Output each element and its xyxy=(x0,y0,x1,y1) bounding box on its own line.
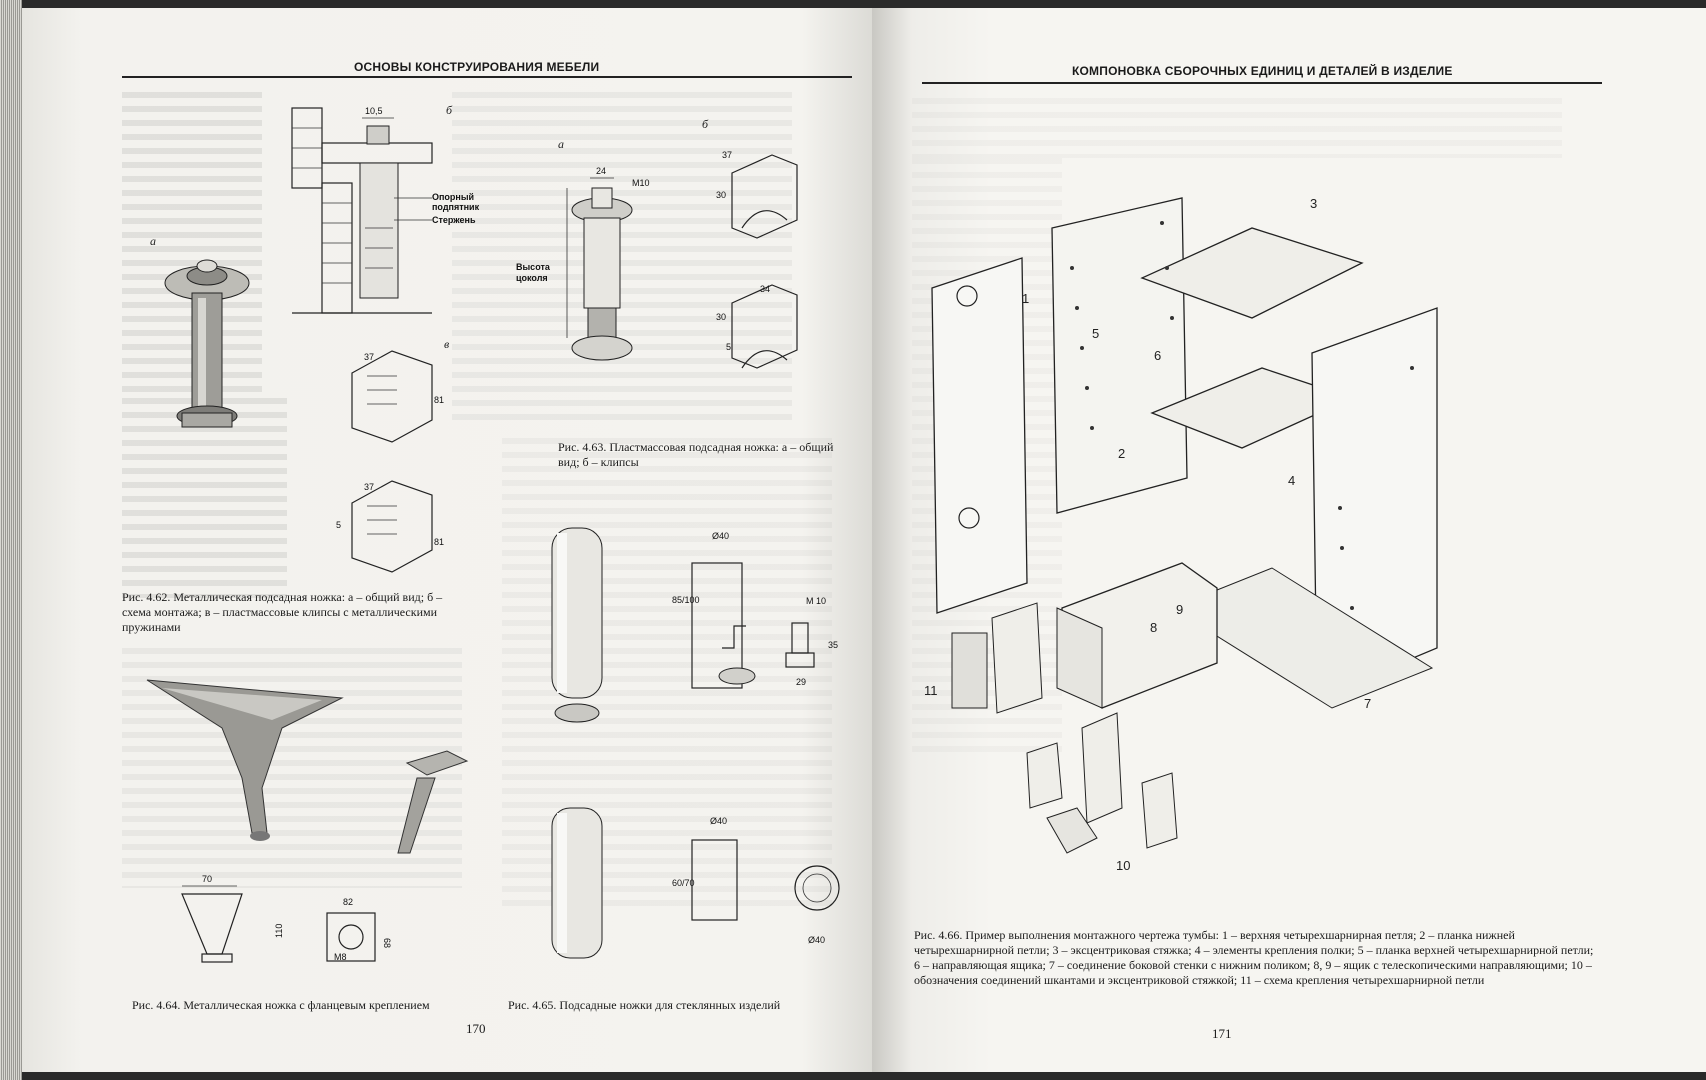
bottom-board xyxy=(1170,567,1434,709)
dim-35: 35 xyxy=(828,640,838,650)
dowel-block-2 xyxy=(1026,742,1063,809)
fig-4-62-label-a: а xyxy=(150,234,156,248)
fig-4-63-label-a: а xyxy=(558,137,564,151)
clip-drawing-1: 37 81 xyxy=(351,350,444,443)
dim-40-b: Ø40 xyxy=(710,816,727,826)
callout-2: 2 xyxy=(1118,446,1125,461)
glass-leg-short: Ø40 60/70 Ø40 xyxy=(551,807,840,959)
left-page: ОСНОВЫ КОНСТРУИРОВАНИЯ МЕБЕЛИ а б xyxy=(22,8,872,1072)
fig-4-64-caption: Рис. 4.64. Металлическая ножка с фланцев… xyxy=(132,998,430,1012)
callout-10: 10 xyxy=(1116,858,1130,873)
callout-11: 11 xyxy=(924,683,938,698)
figure-4-62-drawing: а б 10,5 xyxy=(146,103,840,963)
plastic-clip-2: 34 30 5 xyxy=(716,284,798,369)
side-wall-right xyxy=(1311,307,1438,699)
dim-37-a: 37 xyxy=(364,352,374,362)
dim-m10-glass: M 10 xyxy=(806,596,826,606)
callout-1: 1 xyxy=(1022,291,1029,306)
callout-5: 5 xyxy=(1092,326,1099,341)
dim-30-b: 30 xyxy=(716,312,726,322)
dowel-block-1 xyxy=(1081,712,1123,824)
fig-4-62-caption: Рис. 4.62. Металлическая подсадная ножка… xyxy=(122,590,443,634)
height-label-2: цоколя xyxy=(516,273,548,283)
dim-110: 110 xyxy=(274,924,284,938)
dim-70: 70 xyxy=(202,874,212,884)
dim-5-clip: 5 xyxy=(726,342,731,352)
right-page-number: 171 xyxy=(1212,1026,1232,1041)
dim-34: 34 xyxy=(760,284,770,294)
dim-68: 68 xyxy=(382,938,392,948)
callout-9: 9 xyxy=(1176,602,1183,617)
dim-30-a: 30 xyxy=(716,190,726,200)
dim-60-70: 60/70 xyxy=(672,878,695,888)
callout-3: 3 xyxy=(1310,196,1317,211)
rod-label: Стержень xyxy=(432,215,476,225)
header-rule xyxy=(922,82,1602,84)
fig-4-63-caption: Рис. 4.63. Пластмассовая подсадная ножка… xyxy=(558,440,834,469)
dim-40-a: Ø40 xyxy=(712,531,729,541)
page-edges xyxy=(0,0,22,1080)
hinge-scheme-panel xyxy=(991,602,1043,714)
faint-text-block xyxy=(122,398,287,598)
dim-29: 29 xyxy=(796,677,806,687)
metal-leg-illustration xyxy=(164,259,250,428)
flange-leg-drawing: 70 110 82 68 M8 xyxy=(181,874,392,963)
fig-4-66-caption: Рис. 4.66. Пример выполнения монтажного … xyxy=(914,928,1594,987)
fig-4-62-label-v: в xyxy=(444,337,449,351)
plastic-clip-1: 37 30 xyxy=(716,150,798,239)
dim-85-100: 85/100 xyxy=(672,595,700,605)
dim-10-5: 10,5 xyxy=(365,106,383,116)
faint-text-block xyxy=(452,92,792,422)
figure-4-66-drawing: 1 2 3 4 5 6 7 8 9 10 11 xyxy=(924,196,1438,873)
glass-leg-tall: Ø40 85/100 M 10 35 29 xyxy=(551,527,838,723)
dim-m10: M10 xyxy=(632,178,650,188)
support-label-2: подпятник xyxy=(432,202,480,212)
dim-81-a: 81 xyxy=(434,395,444,405)
callout-6: 6 xyxy=(1154,348,1161,363)
dim-82: 82 xyxy=(343,897,353,907)
height-label-1: Высота xyxy=(516,262,551,272)
support-label-1: Опорный xyxy=(432,192,474,202)
mounting-scheme: 10,5 Опорный подпятник Стержень xyxy=(291,106,480,314)
door-panel xyxy=(931,257,1028,614)
right-page: КОМПОНОВКА СБОРОЧНЫХ ЕДИНИЦ И ДЕТАЛЕЙ В … xyxy=(872,8,1706,1072)
header-rule xyxy=(122,76,852,78)
fig-4-63-label-b: б xyxy=(702,117,709,131)
drawer-front xyxy=(1056,607,1103,709)
callout-7: 7 xyxy=(1364,696,1371,711)
dowel-block-4 xyxy=(1046,807,1098,854)
hinge-scheme-plate xyxy=(951,632,988,709)
dim-37-clip: 37 xyxy=(722,150,732,160)
dowel-block-3 xyxy=(1141,772,1178,849)
right-running-header: КОМПОНОВКА СБОРОЧНЫХ ЕДИНИЦ И ДЕТАЛЕЙ В … xyxy=(1072,64,1453,78)
callout-8: 8 xyxy=(1150,620,1157,635)
dim-5: 5 xyxy=(336,520,341,530)
clip-drawing-2: 37 5 81 xyxy=(336,480,444,573)
hardware-holes xyxy=(1070,221,1414,610)
callout-4: 4 xyxy=(1288,473,1295,488)
fig-4-65-caption: Рис. 4.65. Подсадные ножки для стеклянны… xyxy=(508,998,781,1012)
dim-m8: M8 xyxy=(334,952,347,962)
faint-text-block xyxy=(912,98,1562,158)
left-page-number: 170 xyxy=(466,1021,486,1036)
left-running-header: ОСНОВЫ КОНСТРУИРОВАНИЯ МЕБЕЛИ xyxy=(354,60,600,74)
dim-40-c: Ø40 xyxy=(808,935,825,945)
side-wall-left xyxy=(1051,197,1188,514)
plastic-leg-illustration: 24 M10 Высота цоколя xyxy=(516,166,650,361)
dim-37-b: 37 xyxy=(364,482,374,492)
top-board xyxy=(1140,227,1364,319)
fig-4-62-label-b: б xyxy=(446,103,453,117)
dim-24: 24 xyxy=(596,166,606,176)
dim-81-b: 81 xyxy=(434,537,444,547)
flange-leg-photo xyxy=(146,679,469,854)
